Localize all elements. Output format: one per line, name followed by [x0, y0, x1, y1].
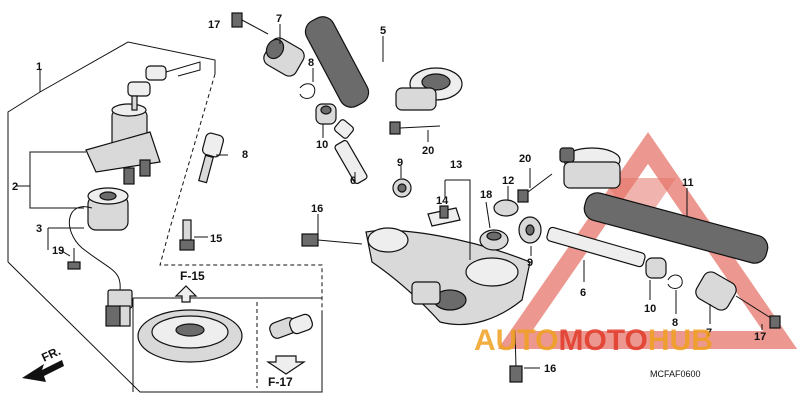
bar-end-weight	[263, 37, 305, 77]
bolt-20-right	[517, 173, 553, 203]
top-bridge	[365, 227, 531, 326]
callout-17-right: 17	[754, 331, 766, 343]
watermark-hub: HUB	[648, 324, 713, 357]
callout-4: 8	[242, 149, 248, 161]
inner-weight-rod-right	[546, 226, 646, 268]
callout-9: 9	[397, 157, 403, 169]
lock-cylinder	[68, 187, 133, 327]
callout-5: 5	[380, 25, 386, 37]
callout-6: 6	[350, 175, 356, 187]
callout-10-right: 10	[644, 303, 656, 315]
callout-10: 10	[316, 139, 328, 151]
callout-12: 12	[502, 175, 514, 187]
nut-9	[392, 178, 412, 198]
rubber-10-right	[645, 257, 667, 279]
ignition-switch	[85, 61, 201, 185]
key	[198, 132, 225, 184]
stem-nut-18	[479, 229, 509, 251]
clip-8	[299, 83, 316, 99]
watermark-moto: MOTO	[558, 324, 647, 357]
callout-7-right: 7	[706, 327, 712, 339]
callout-8-right: 8	[672, 317, 678, 329]
watermark-text: AUTOMOTOHUB	[474, 324, 713, 357]
callout-20: 20	[422, 145, 434, 157]
screw-19	[67, 248, 81, 270]
callout-7: 7	[276, 13, 282, 25]
fuel-cap-view	[137, 285, 243, 363]
bolt-16-top	[301, 233, 363, 247]
cap-lock-view	[266, 313, 313, 375]
callout-9-right: 9	[527, 257, 533, 269]
callout-1: 1	[36, 61, 42, 73]
bolt-17-top	[231, 12, 269, 35]
bolt-17-right	[735, 295, 781, 329]
callout-16: 16	[311, 203, 323, 215]
ref-f17: F-17	[268, 375, 293, 389]
callout-labels: 1 2 3 8 5 6 6 7 7 8 8 9 9 10 10 11 12 13…	[12, 13, 766, 375]
callout-20-right: 20	[519, 153, 531, 165]
washer-14	[427, 205, 461, 227]
ignition-switch-frame	[7, 41, 323, 393]
svg-text:AUTOMOTOHUB: AUTOMOTOHUB	[474, 324, 713, 357]
callout-19: 19	[52, 245, 64, 257]
callout-17: 17	[208, 19, 220, 31]
left-handlebar	[304, 16, 463, 111]
front-arrow-icon: FR.	[22, 344, 64, 382]
inner-weight-rod	[333, 119, 368, 185]
callout-8: 8	[308, 57, 314, 69]
cap-12	[493, 199, 519, 217]
callout-18: 18	[480, 189, 492, 201]
watermark-auto: AUTO	[474, 324, 558, 357]
callout-14: 14	[436, 195, 449, 207]
callout-6-right: 6	[580, 287, 586, 299]
callout-3: 3	[36, 223, 42, 235]
callout-11: 11	[682, 177, 694, 189]
clip-8-right	[667, 274, 683, 289]
bolt-15	[179, 219, 195, 251]
leader-lines	[16, 24, 763, 369]
ref-f15: F-15	[180, 269, 205, 283]
callout-15: 15	[210, 233, 222, 245]
bolt-16-bottom	[509, 329, 523, 383]
right-handlebar	[559, 147, 769, 264]
bolt-20-left	[389, 121, 441, 135]
nut-9-right	[518, 216, 542, 244]
diagram-code: MCFAF0600	[650, 369, 701, 379]
callout-16-bottom: 16	[544, 363, 556, 375]
rubber-10	[315, 103, 337, 125]
callout-13: 13	[450, 159, 462, 171]
bar-end-weight-right	[695, 271, 737, 311]
callout-2: 2	[12, 181, 18, 193]
